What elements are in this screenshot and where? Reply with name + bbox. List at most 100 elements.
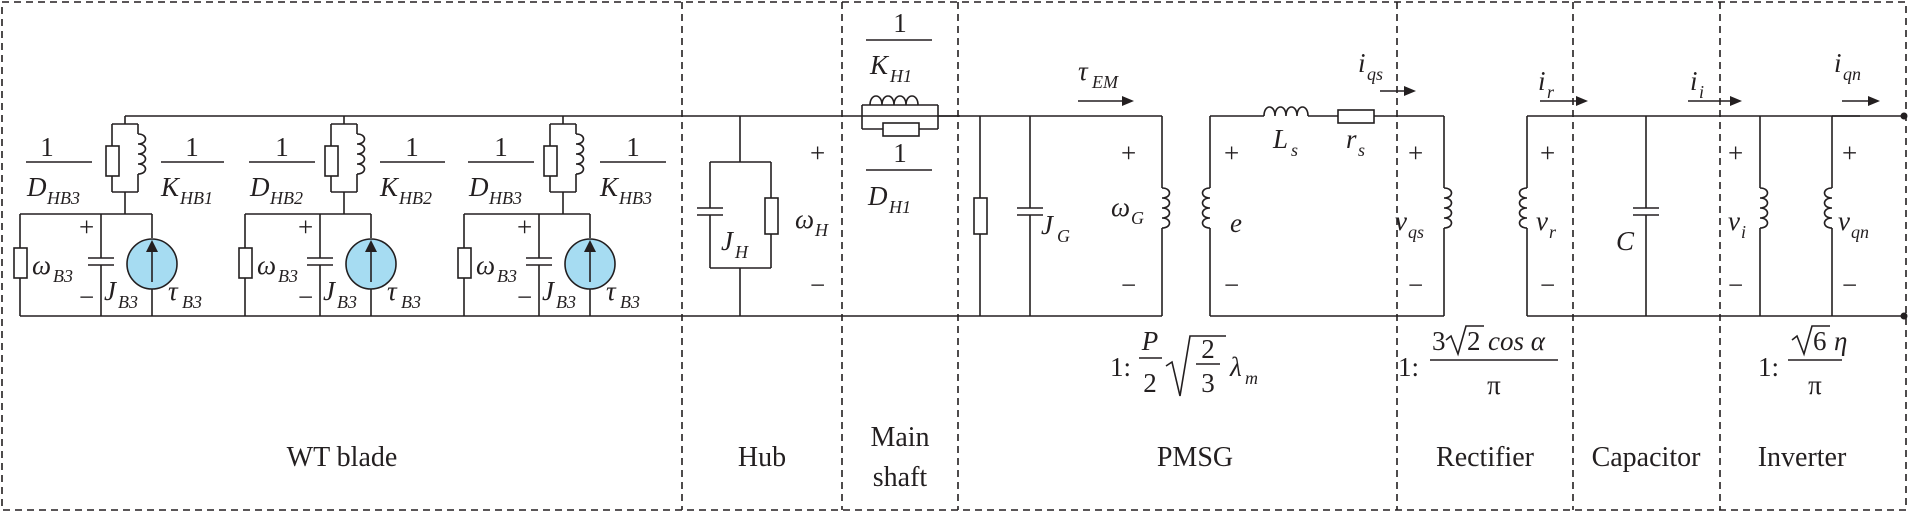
svg-text:D: D bbox=[26, 172, 47, 202]
svg-text:i: i bbox=[1741, 222, 1746, 242]
shaft-circuit bbox=[861, 95, 960, 137]
section-label-shaft-2: shaft bbox=[873, 462, 928, 493]
inverter-ratio: 1: 6 η π bbox=[1758, 325, 1847, 400]
hub-circuit bbox=[697, 116, 779, 316]
svg-text:−: − bbox=[1121, 270, 1136, 300]
section-label-rectifier: Rectifier bbox=[1436, 442, 1535, 473]
blade-2-labels: 1 D HB2 1 K HB2 + − ω B3 J B3 τ B3 bbox=[249, 132, 445, 312]
inverter-labels: + v i − i qn + v qn − bbox=[1728, 48, 1869, 300]
svg-text:i: i bbox=[1834, 48, 1842, 78]
svg-text:J: J bbox=[721, 226, 735, 256]
svg-text:s: s bbox=[1358, 140, 1365, 160]
svg-text:D: D bbox=[867, 181, 888, 211]
svg-text:1: 1 bbox=[275, 132, 289, 162]
svg-text:τ: τ bbox=[606, 276, 617, 306]
pmsg-ratio: 1: P 2 2 3 λ m bbox=[1110, 326, 1258, 398]
svg-text:J: J bbox=[542, 276, 556, 306]
svg-text:B3: B3 bbox=[337, 292, 357, 312]
svg-text:HB3: HB3 bbox=[488, 188, 522, 208]
blade-3-labels: 1 D HB3 1 K HB3 + − ω B3 J B3 τ B3 bbox=[468, 132, 666, 312]
svg-text:B3: B3 bbox=[182, 292, 202, 312]
pmsg-circuit bbox=[960, 86, 1453, 317]
svg-text:B3: B3 bbox=[278, 266, 298, 286]
svg-text:G: G bbox=[1057, 226, 1070, 246]
svg-text:6: 6 bbox=[1813, 326, 1827, 356]
svg-text:K: K bbox=[599, 172, 620, 202]
section-label-hub: Hub bbox=[738, 442, 786, 473]
svg-text:2: 2 bbox=[1467, 326, 1481, 356]
svg-text:v: v bbox=[1536, 206, 1548, 236]
svg-text:ω: ω bbox=[795, 204, 814, 234]
svg-text:−: − bbox=[1408, 270, 1423, 300]
svg-text:C: C bbox=[1616, 226, 1635, 256]
svg-text:−: − bbox=[810, 270, 825, 300]
svg-text:1: 1 bbox=[893, 138, 907, 168]
svg-text:HB1: HB1 bbox=[179, 188, 213, 208]
svg-text:1: 1 bbox=[40, 132, 54, 162]
svg-text:−: − bbox=[1540, 270, 1555, 300]
svg-text:J: J bbox=[323, 276, 337, 306]
svg-text:qs: qs bbox=[1408, 222, 1424, 242]
svg-text:cos α: cos α bbox=[1488, 326, 1546, 356]
svg-text:+: + bbox=[1224, 138, 1239, 168]
svg-text:1: 1 bbox=[185, 132, 199, 162]
svg-text:G: G bbox=[1131, 208, 1144, 228]
blade-section-wires bbox=[20, 115, 1162, 317]
svg-text:e: e bbox=[1230, 208, 1242, 238]
svg-text:ω: ω bbox=[476, 250, 495, 280]
svg-text:s: s bbox=[1291, 140, 1298, 160]
section-label-pmsg: PMSG bbox=[1157, 442, 1233, 473]
svg-text:i: i bbox=[1699, 82, 1704, 102]
shaft-labels: 1 K H1 1 D H1 bbox=[866, 8, 932, 217]
svg-text:r: r bbox=[1346, 124, 1357, 154]
svg-text:HB2: HB2 bbox=[398, 188, 432, 208]
svg-text:λ: λ bbox=[1229, 352, 1242, 382]
svg-text:+: + bbox=[1121, 138, 1136, 168]
svg-text:+: + bbox=[810, 138, 825, 168]
svg-text:HB2: HB2 bbox=[269, 188, 303, 208]
svg-text:B3: B3 bbox=[497, 266, 517, 286]
svg-text:τ: τ bbox=[1078, 56, 1089, 86]
svg-text:3: 3 bbox=[1201, 368, 1215, 398]
section-label-inverter: Inverter bbox=[1758, 442, 1847, 473]
svg-text:1: 1 bbox=[405, 132, 419, 162]
svg-text:−: − bbox=[517, 282, 532, 312]
svg-text:K: K bbox=[869, 50, 890, 80]
section-labels: WT blade Hub Main shaft PMSG Rectifier C… bbox=[287, 422, 1847, 493]
svg-text:B3: B3 bbox=[118, 292, 138, 312]
section-label-blade: WT blade bbox=[287, 442, 398, 473]
svg-text:i: i bbox=[1358, 48, 1366, 78]
svg-text:1:: 1: bbox=[1110, 352, 1131, 382]
svg-text:−: − bbox=[1224, 270, 1239, 300]
svg-text:2: 2 bbox=[1143, 368, 1157, 398]
svg-text:1:: 1: bbox=[1758, 352, 1779, 382]
rectifier-ratio: 1: 3 2 cos α π bbox=[1398, 325, 1558, 400]
svg-text:τ: τ bbox=[168, 276, 179, 306]
svg-text:r: r bbox=[1549, 222, 1557, 242]
svg-text:D: D bbox=[249, 172, 270, 202]
svg-text:1: 1 bbox=[494, 132, 508, 162]
svg-text:i: i bbox=[1690, 66, 1698, 96]
capacitor-circuit bbox=[1633, 96, 1742, 316]
svg-text:π: π bbox=[1808, 370, 1822, 400]
svg-text:−: − bbox=[79, 282, 94, 312]
section-label-shaft-1: Main bbox=[870, 422, 929, 453]
svg-text:qn: qn bbox=[1851, 222, 1869, 242]
svg-text:r: r bbox=[1547, 82, 1555, 102]
hub-labels: J H + ω H − bbox=[721, 138, 829, 300]
svg-text:L: L bbox=[1272, 124, 1288, 154]
pmsg-labels: J G + ω G − τ EM + e − L s r s i qs + v … bbox=[1041, 48, 1424, 300]
svg-text:B3: B3 bbox=[401, 292, 421, 312]
svg-text:H: H bbox=[734, 242, 749, 262]
svg-text:K: K bbox=[160, 172, 181, 202]
svg-text:+: + bbox=[1728, 138, 1743, 168]
svg-text:τ: τ bbox=[387, 276, 398, 306]
svg-text:EM: EM bbox=[1091, 72, 1119, 92]
inverter-circuit bbox=[1759, 96, 1908, 320]
svg-text:P: P bbox=[1141, 326, 1159, 356]
blade-1-labels: 1 D HB3 1 K HB1 + − ω B3 J B3 τ B3 bbox=[26, 132, 224, 312]
svg-text:H1: H1 bbox=[888, 197, 911, 217]
svg-text:HB3: HB3 bbox=[46, 188, 80, 208]
svg-text:H1: H1 bbox=[889, 66, 912, 86]
